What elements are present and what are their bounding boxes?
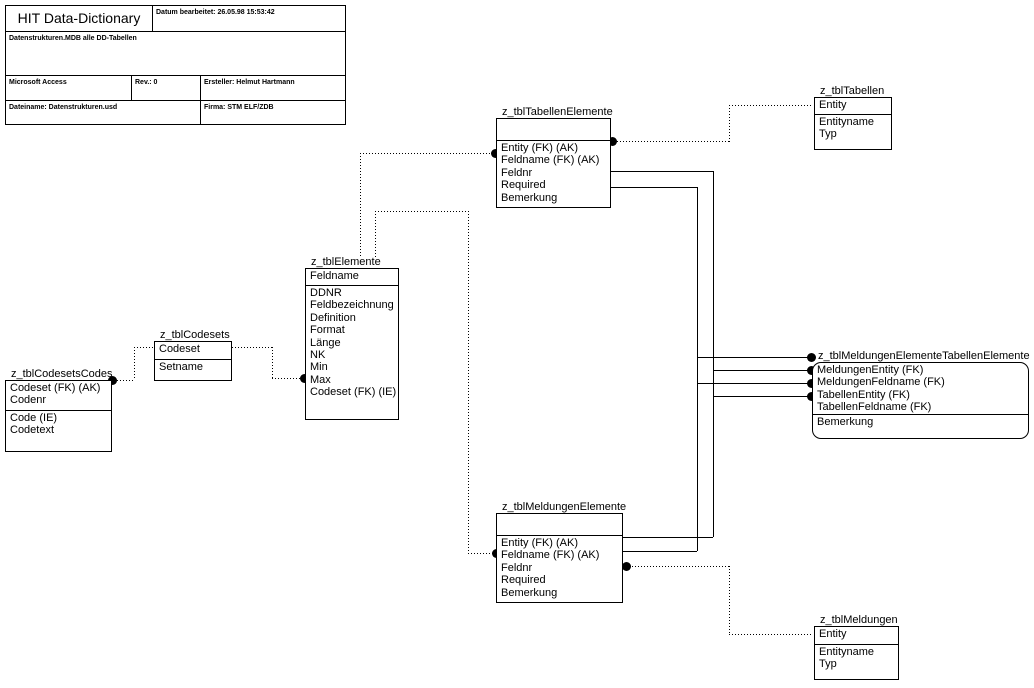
entity-name-label: z_tblTabellenElemente xyxy=(502,106,613,118)
entity-attribute: Bemerkung xyxy=(501,586,558,599)
entity-attribute: Max xyxy=(310,373,331,386)
entity-key-attribute: Feldname xyxy=(310,270,359,282)
entity-attribute: Format xyxy=(310,324,345,337)
entity-attribute: Codeset (FK) (IE) xyxy=(310,386,397,399)
entity-key-attribute: TabellenEntity (FK) xyxy=(817,388,910,401)
title-block-revision: Rev.: 0 xyxy=(132,76,201,101)
title-block-title: HIT Data-Dictionary xyxy=(6,6,153,32)
title-block-date: Datum bearbeitet: 26.05.98 15:53:42 xyxy=(153,6,345,32)
entity-attribute: Länge xyxy=(310,336,341,349)
entity-box: Entity (FK) (AK) Feldname (FK) (AK) Feld… xyxy=(496,513,623,603)
entity-name-label: z_tblCodesets xyxy=(160,329,230,341)
entity-box: MeldungenEntity (FK) MeldungenFeldname (… xyxy=(812,362,1029,439)
entity-key-area xyxy=(497,514,622,536)
entity-key-area: Entity xyxy=(815,98,891,115)
relationship-endpoint-dot xyxy=(108,376,117,385)
entity-attribute: Bemerkung xyxy=(501,191,558,204)
entity-name-label: z_tblMeldungen xyxy=(820,614,898,626)
entity-z_tblCodesets[interactable]: z_tblCodesets Codeset Setname xyxy=(154,329,232,381)
relationship-endpoint-dot xyxy=(608,137,617,146)
entity-attribute: NK xyxy=(310,349,326,362)
entity-key-attribute: MeldungenFeldname (FK) xyxy=(817,376,945,389)
entity-attribute: DDNR xyxy=(310,287,342,299)
entity-name-label: z_tblElemente xyxy=(311,256,381,268)
entity-attribute-area: DDNR Feldbezeichnung Definition Format L… xyxy=(306,286,398,401)
entity-box: Codeset Setname xyxy=(154,341,232,381)
entity-attribute: Feldname (FK) (AK) xyxy=(501,154,600,167)
relationship-endpoint-dot xyxy=(491,149,500,158)
entity-key-attribute: Codenr xyxy=(10,394,47,407)
entity-name-label: z_tblTabellen xyxy=(820,85,885,97)
entity-key-area xyxy=(497,119,610,141)
entity-key-area: MeldungenEntity (FK) MeldungenFeldname (… xyxy=(813,363,1028,415)
entity-z_tblTabellen[interactable]: z_tblTabellen Entity Entityname Typ xyxy=(814,85,892,150)
entity-attribute: Typ xyxy=(819,658,837,671)
entity-attribute-area: Bemerkung xyxy=(813,415,1028,430)
entity-attribute: Feldnr xyxy=(501,561,533,574)
entity-attribute: Bemerkung xyxy=(817,416,874,428)
entity-key-area: Codeset (FK) (AK) Codenr xyxy=(6,381,111,411)
entity-attribute: Typ xyxy=(819,128,837,141)
entity-name-label: z_tblMeldungenElementeTabellenElemente xyxy=(818,350,1030,362)
entity-z_tblTabellenElemente[interactable]: z_tblTabellenElemente Entity (FK) (AK) F… xyxy=(496,106,613,208)
entity-key-attribute: TabellenFeldname (FK) xyxy=(817,401,932,414)
entity-z_tblCodesetsCodes[interactable]: z_tblCodesetsCodes Codeset (FK) (AK) Cod… xyxy=(5,368,113,452)
entity-attribute: Entityname xyxy=(819,116,875,128)
entity-attribute: Entity (FK) (AK) xyxy=(501,142,579,154)
relationship-endpoint-dot xyxy=(807,392,816,401)
entity-name-label: z_tblMeldungenElemente xyxy=(502,501,627,513)
title-block-company: Firma: STM ELF/ZDB xyxy=(204,104,274,111)
entity-key-attribute: Entity xyxy=(819,628,847,640)
entity-key-attribute: Codeset (FK) (AK) xyxy=(10,382,101,394)
entity-box: Feldname DDNR Feldbezeichnung Definition… xyxy=(305,268,399,420)
entity-attribute: Definition xyxy=(310,311,356,324)
entity-box: Entity Entityname Typ xyxy=(814,97,892,150)
title-block-filename: Dateiname: Datenstrukturen.usd xyxy=(6,101,201,125)
title-block-author: Ersteller: Helmut Hartmann xyxy=(201,76,345,101)
entity-name-label: z_tblCodesetsCodes xyxy=(11,368,113,380)
relationship-endpoint-dot xyxy=(807,353,816,362)
entity-attribute: Entity (FK) (AK) xyxy=(501,537,579,549)
relationship-endpoint-dot xyxy=(807,366,816,375)
entity-attribute: Setname xyxy=(159,361,204,373)
entity-attribute: Feldnr xyxy=(501,166,533,179)
entity-attribute: Required xyxy=(501,574,546,587)
entity-attribute: Code (IE) xyxy=(10,412,58,424)
entity-attribute: Feldbezeichnung xyxy=(310,299,394,312)
title-block-subject: Datenstrukturen.MDB alle DD-Tabellen xyxy=(6,32,345,76)
relationship-endpoint-dot xyxy=(807,379,816,388)
entity-attribute: Min xyxy=(310,361,328,374)
title-block-tool: Microsoft Access xyxy=(6,76,132,101)
entity-box: Entity (FK) (AK) Feldname (FK) (AK) Feld… xyxy=(496,118,611,208)
entity-key-area: Feldname xyxy=(306,269,398,286)
entity-key-area: Entity xyxy=(815,627,898,645)
relationship-endpoint-dot xyxy=(300,374,309,383)
entity-z_tblMeldungen[interactable]: z_tblMeldungen Entity Entityname Typ xyxy=(814,614,899,680)
entity-key-attribute: Codeset xyxy=(159,343,200,355)
entity-z_tblMeldungenElementeTabellenElemente[interactable]: z_tblMeldungenElementeTabellenElemente M… xyxy=(812,350,1030,439)
entity-z_tblElemente[interactable]: z_tblElemente Feldname DDNR Feldbezeichn… xyxy=(305,256,399,420)
entity-z_tblMeldungenElemente[interactable]: z_tblMeldungenElemente Entity (FK) (AK) … xyxy=(496,501,626,603)
entity-attribute-area: Entityname Typ xyxy=(815,115,891,143)
entity-attribute-area: Setname xyxy=(155,360,231,375)
relationship-endpoint-dot xyxy=(622,562,631,571)
entity-attribute: Required xyxy=(501,179,546,192)
title-block: HIT Data-Dictionary Datum bearbeitet: 26… xyxy=(5,5,346,125)
entity-attribute-area: Code (IE) Codetext xyxy=(6,411,111,439)
entity-box: Codeset (FK) (AK) Codenr Code (IE) Codet… xyxy=(5,380,112,452)
entity-key-attribute: MeldungenEntity (FK) xyxy=(817,364,924,376)
entity-attribute-area: Entity (FK) (AK) Feldname (FK) (AK) Feld… xyxy=(497,141,610,206)
entity-attribute-area: Entityname Typ xyxy=(815,645,898,673)
entity-key-attribute: Entity xyxy=(819,99,847,111)
entity-attribute: Feldname (FK) (AK) xyxy=(501,549,600,562)
entity-attribute: Entityname xyxy=(819,646,875,658)
entity-attribute-area: Entity (FK) (AK) Feldname (FK) (AK) Feld… xyxy=(497,536,622,601)
entity-attribute: Codetext xyxy=(10,424,55,437)
entity-key-area: Codeset xyxy=(155,342,231,360)
entity-box: Entity Entityname Typ xyxy=(814,626,899,680)
